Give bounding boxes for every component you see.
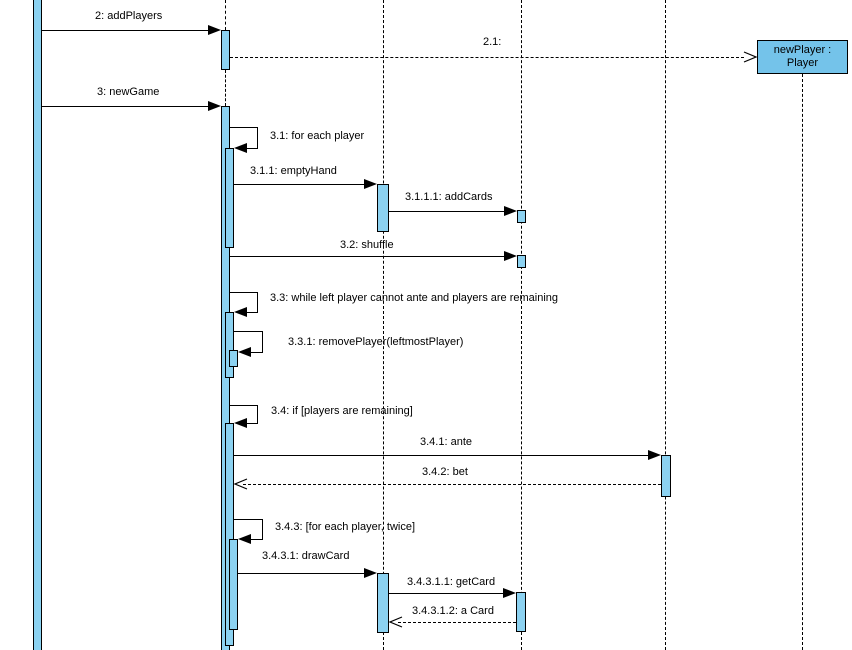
lifeline-5[interactable] (665, 0, 666, 650)
lifeline-new-player[interactable] (802, 74, 803, 650)
message-create-player-label[interactable]: 2.1: (483, 36, 502, 48)
lifeline-3[interactable] (383, 0, 384, 650)
message-empty-hand-arrowhead (364, 179, 377, 189)
message-get-card-label[interactable]: 3.4.3.1.1: getCard (407, 576, 496, 588)
message-new-game-label[interactable]: 3: newGame (97, 86, 160, 98)
message-create-player-open-arrowhead (743, 51, 758, 63)
message-bet-line[interactable] (243, 484, 661, 485)
message-remove-player-arrowhead (238, 347, 251, 357)
message-create-player-line[interactable] (230, 57, 744, 58)
message-add-cards-arrowhead (504, 206, 517, 216)
message-draw-card-arrowhead (364, 568, 377, 578)
activation-add-players[interactable] (221, 30, 230, 70)
message-add-cards-line[interactable] (389, 211, 506, 212)
message-ante-arrowhead (648, 450, 661, 460)
message-while-ante-return-line[interactable] (247, 312, 258, 313)
activation-add-cards[interactable] (517, 210, 526, 223)
message-bet-label[interactable]: 3.4.2: bet (422, 466, 468, 478)
activation-new-game[interactable] (221, 106, 230, 650)
message-shuffle-line[interactable] (230, 256, 506, 257)
activation-caller[interactable] (33, 0, 42, 650)
message-if-remaining-return-line[interactable] (247, 423, 258, 424)
message-for-each-player-loop[interactable] (230, 127, 258, 148)
activation-for-each-player[interactable] (225, 148, 234, 248)
message-while-ante-arrowhead (234, 307, 247, 317)
message-remove-player-return-line[interactable] (251, 352, 263, 353)
message-for-each-twice-return-line[interactable] (251, 539, 263, 540)
message-for-each-player-arrowhead (234, 143, 247, 153)
message-draw-card-line[interactable] (238, 573, 366, 574)
message-shuffle-label[interactable]: 3.2: shuffle (340, 239, 394, 251)
message-while-ante-label[interactable]: 3.3: while left player cannot ante and p… (270, 292, 559, 304)
message-shuffle-arrowhead (504, 251, 517, 261)
object-type: Player (786, 57, 819, 69)
lifeline-2-upper[interactable] (225, 0, 226, 30)
object-box-new-player[interactable]: newPlayer : Player (757, 40, 848, 74)
activation-remove-player[interactable] (229, 350, 238, 367)
message-remove-player-loop[interactable] (234, 331, 263, 352)
activation-while-ante[interactable] (225, 312, 234, 378)
message-if-remaining-arrowhead (234, 418, 247, 428)
message-a-card-label[interactable]: 3.4.3.1.2: a Card (412, 605, 494, 617)
activation-get-card[interactable] (516, 592, 526, 632)
message-if-remaining-label[interactable]: 3.4: if [players are remaining] (271, 405, 413, 417)
activation-ante[interactable] (661, 455, 671, 497)
message-add-players-label[interactable]: 2: addPlayers (95, 10, 163, 22)
message-empty-hand-line[interactable] (234, 184, 366, 185)
message-for-each-twice-label[interactable]: 3.4.3: [for each player, twice] (275, 521, 416, 533)
activation-for-each-twice[interactable] (229, 539, 238, 630)
message-add-cards-label[interactable]: 3.1.1.1: addCards (405, 191, 493, 203)
message-bet-open-arrowhead (233, 478, 248, 490)
message-for-each-twice-arrowhead (238, 534, 251, 544)
message-add-players-arrowhead (208, 25, 221, 35)
message-while-ante-loop[interactable] (230, 292, 258, 312)
activation-if-remaining[interactable] (225, 423, 234, 646)
lifeline-2-lower[interactable] (225, 70, 226, 106)
message-new-game-arrowhead (208, 101, 221, 111)
message-ante-line[interactable] (234, 455, 650, 456)
message-ante-label[interactable]: 3.4.1: ante (420, 436, 472, 448)
message-a-card-open-arrowhead (388, 616, 403, 628)
message-empty-hand-label[interactable]: 3.1.1: emptyHand (250, 165, 337, 177)
message-get-card-line[interactable] (389, 593, 505, 594)
message-a-card-line[interactable] (398, 622, 516, 623)
object-name: newPlayer : (773, 44, 832, 56)
message-for-each-twice-loop[interactable] (234, 519, 263, 539)
message-get-card-arrowhead (503, 588, 516, 598)
message-for-each-player-label[interactable]: 3.1: for each player (270, 130, 365, 142)
lifeline-4[interactable] (521, 0, 522, 650)
activation-empty-hand[interactable] (377, 184, 389, 232)
message-for-each-player-return-line[interactable] (247, 148, 258, 149)
message-add-players-line[interactable] (42, 30, 212, 31)
message-new-game-line[interactable] (42, 106, 212, 107)
activation-shuffle[interactable] (517, 255, 526, 268)
message-draw-card-label[interactable]: 3.4.3.1: drawCard (262, 550, 350, 562)
activation-draw-card[interactable] (377, 573, 389, 633)
message-if-remaining-loop[interactable] (230, 405, 258, 423)
message-remove-player-label[interactable]: 3.3.1: removePlayer(leftmostPlayer) (288, 336, 464, 348)
